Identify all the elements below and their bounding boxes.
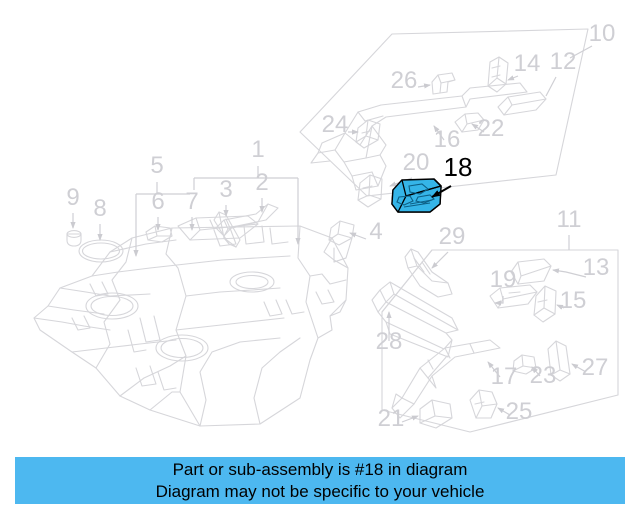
- bracket-15-part: [533, 285, 557, 323]
- callout-label-26: 26: [391, 67, 418, 94]
- callout-label-16: 16: [434, 126, 461, 153]
- callout-18-leader: [431, 185, 452, 198]
- callout-label-17: 17: [491, 363, 518, 390]
- callout-label-11: 11: [557, 206, 582, 233]
- callout-label-29: 29: [439, 223, 466, 250]
- banner-line-1: Part or sub-assembly is #18 in diagram: [172, 459, 468, 479]
- callout-label-5: 5: [150, 152, 163, 179]
- callout-label-20: 20: [403, 149, 430, 176]
- bracket-26-part: [431, 72, 456, 95]
- callout-label-9: 9: [66, 184, 79, 211]
- callout-label-19: 19: [490, 266, 517, 293]
- bracket-25-part: [469, 389, 498, 419]
- callout-label-24: 24: [322, 111, 349, 138]
- callout-label-8: 8: [93, 195, 106, 222]
- bracket-20-part: [357, 174, 383, 208]
- upper-right-assembly-panel: [299, 28, 589, 197]
- callout-label-2: 2: [255, 169, 268, 196]
- highlighted-part-18: [391, 178, 442, 213]
- callout-label-22: 22: [478, 115, 505, 142]
- callout-label-23: 23: [530, 362, 557, 389]
- banner-line-2: Diagram may not be specific to your vehi…: [155, 481, 485, 501]
- callout-label-12: 12: [550, 48, 577, 75]
- part-28-crossmember: [371, 281, 459, 358]
- callout-label-18: 18: [444, 152, 473, 182]
- callout-label-21: 21: [378, 405, 405, 432]
- callout-label-14: 14: [514, 50, 541, 77]
- callout-label-27: 27: [582, 354, 609, 381]
- part-9-plug: [66, 230, 82, 247]
- front-frame-rail-17: [391, 339, 501, 419]
- bracket-21-part: [419, 399, 453, 429]
- bracket-22-part: [454, 112, 485, 133]
- callout-label-13: 13: [583, 254, 610, 281]
- callout-label-3: 3: [219, 176, 232, 203]
- callout-label-6: 6: [151, 188, 164, 215]
- bracket-12-part: [497, 91, 547, 116]
- callout-label-28: 28: [376, 328, 403, 355]
- bracket-27-part: [547, 340, 571, 382]
- callout-label-10: 10: [589, 20, 616, 47]
- callout-label-7: 7: [185, 188, 198, 215]
- parts-diagram-illustration: 1234567891011121314151617181920212223242…: [33, 20, 619, 433]
- callout-label-15: 15: [560, 287, 587, 314]
- part-29-reinforcement: [404, 248, 453, 298]
- bracket-24-part: [355, 119, 381, 149]
- bracket-13-part: [510, 258, 552, 285]
- part-3-rail: [213, 211, 241, 248]
- callout-leader-lines: [70, 45, 593, 423]
- callout-label-1: 1: [251, 136, 264, 163]
- part-2-rail: [215, 203, 279, 237]
- rear-floor-pan: [33, 225, 349, 427]
- bracket-14-part: [487, 56, 509, 93]
- callout-label-25: 25: [506, 398, 533, 425]
- status-banner: Part or sub-assembly is #18 in diagram D…: [15, 457, 625, 504]
- bracket-4-part: [328, 220, 355, 263]
- callout-label-4: 4: [369, 218, 382, 245]
